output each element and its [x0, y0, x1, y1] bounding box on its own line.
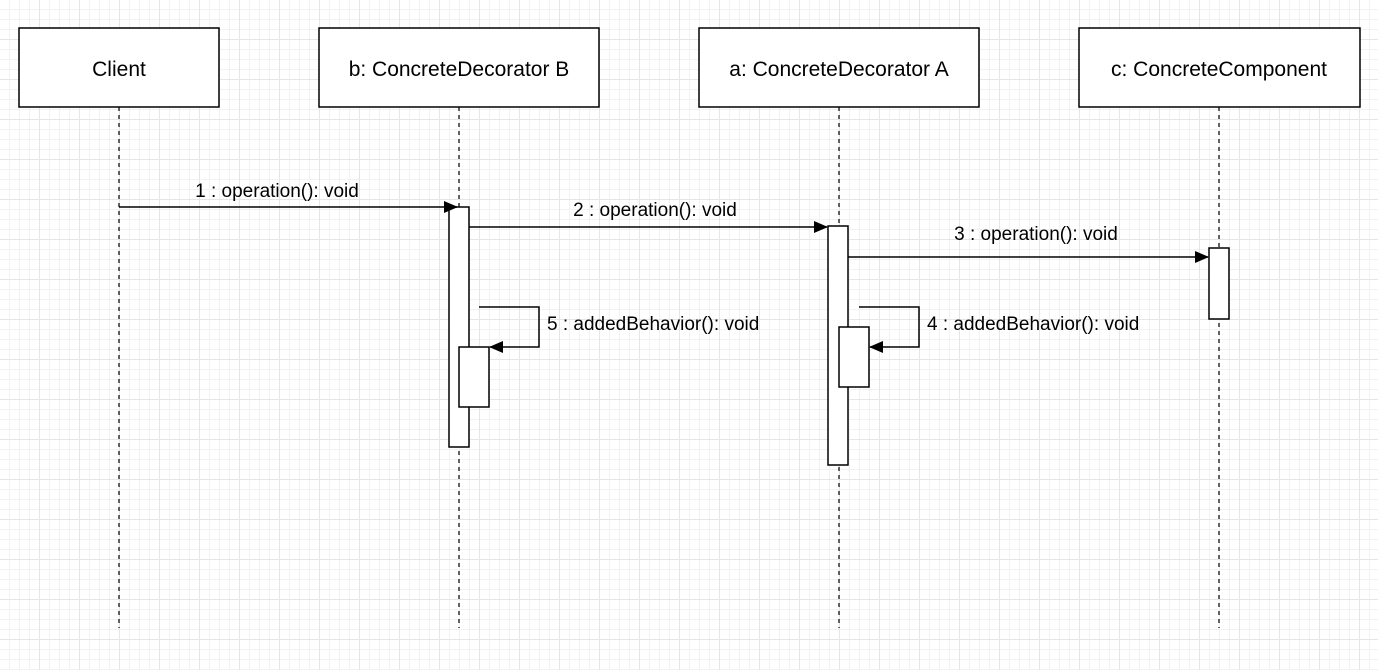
message-4-arrow: [859, 306, 920, 353]
message-2[interactable]: 2 : operation(): void: [469, 200, 828, 233]
participant-client-box: [18, 27, 220, 108]
participant-client[interactable]: Client: [18, 27, 220, 108]
participant-a-box: [698, 27, 980, 108]
message-3[interactable]: 3 : operation(): void: [848, 224, 1209, 263]
message-4[interactable]: 4 : addedBehavior(): void: [859, 306, 1139, 353]
participant-c-box: [1078, 27, 1361, 108]
activation-c: [1208, 247, 1230, 320]
message-5-arrow: [479, 306, 540, 353]
activation-b-main: [448, 206, 470, 448]
participant-b-box: [318, 27, 600, 108]
participant-c-label: c: ConcreteComponent: [1111, 58, 1327, 81]
participant-b[interactable]: b: ConcreteDecorator B: [318, 27, 600, 108]
participant-b-label: b: ConcreteDecorator B: [349, 58, 570, 81]
message-1[interactable]: 1 : operation(): void: [119, 181, 458, 213]
message-4-label: 4 : addedBehavior(): void: [927, 314, 1139, 335]
participant-a[interactable]: a: ConcreteDecorator A: [698, 27, 980, 108]
message-1-label: 1 : operation(): void: [195, 181, 359, 202]
message-5[interactable]: 5 : addedBehavior(): void: [479, 306, 759, 353]
message-2-label: 2 : operation(): void: [573, 200, 737, 221]
participant-a-label: a: ConcreteDecorator A: [729, 58, 948, 81]
message-5-label: 5 : addedBehavior(): void: [547, 314, 759, 335]
activation-a-nested: [838, 326, 870, 388]
participant-c[interactable]: c: ConcreteComponent: [1078, 27, 1361, 108]
activation-b-nested: [458, 346, 490, 408]
participant-client-label: Client: [92, 58, 146, 81]
message-3-label: 3 : operation(): void: [954, 224, 1118, 245]
